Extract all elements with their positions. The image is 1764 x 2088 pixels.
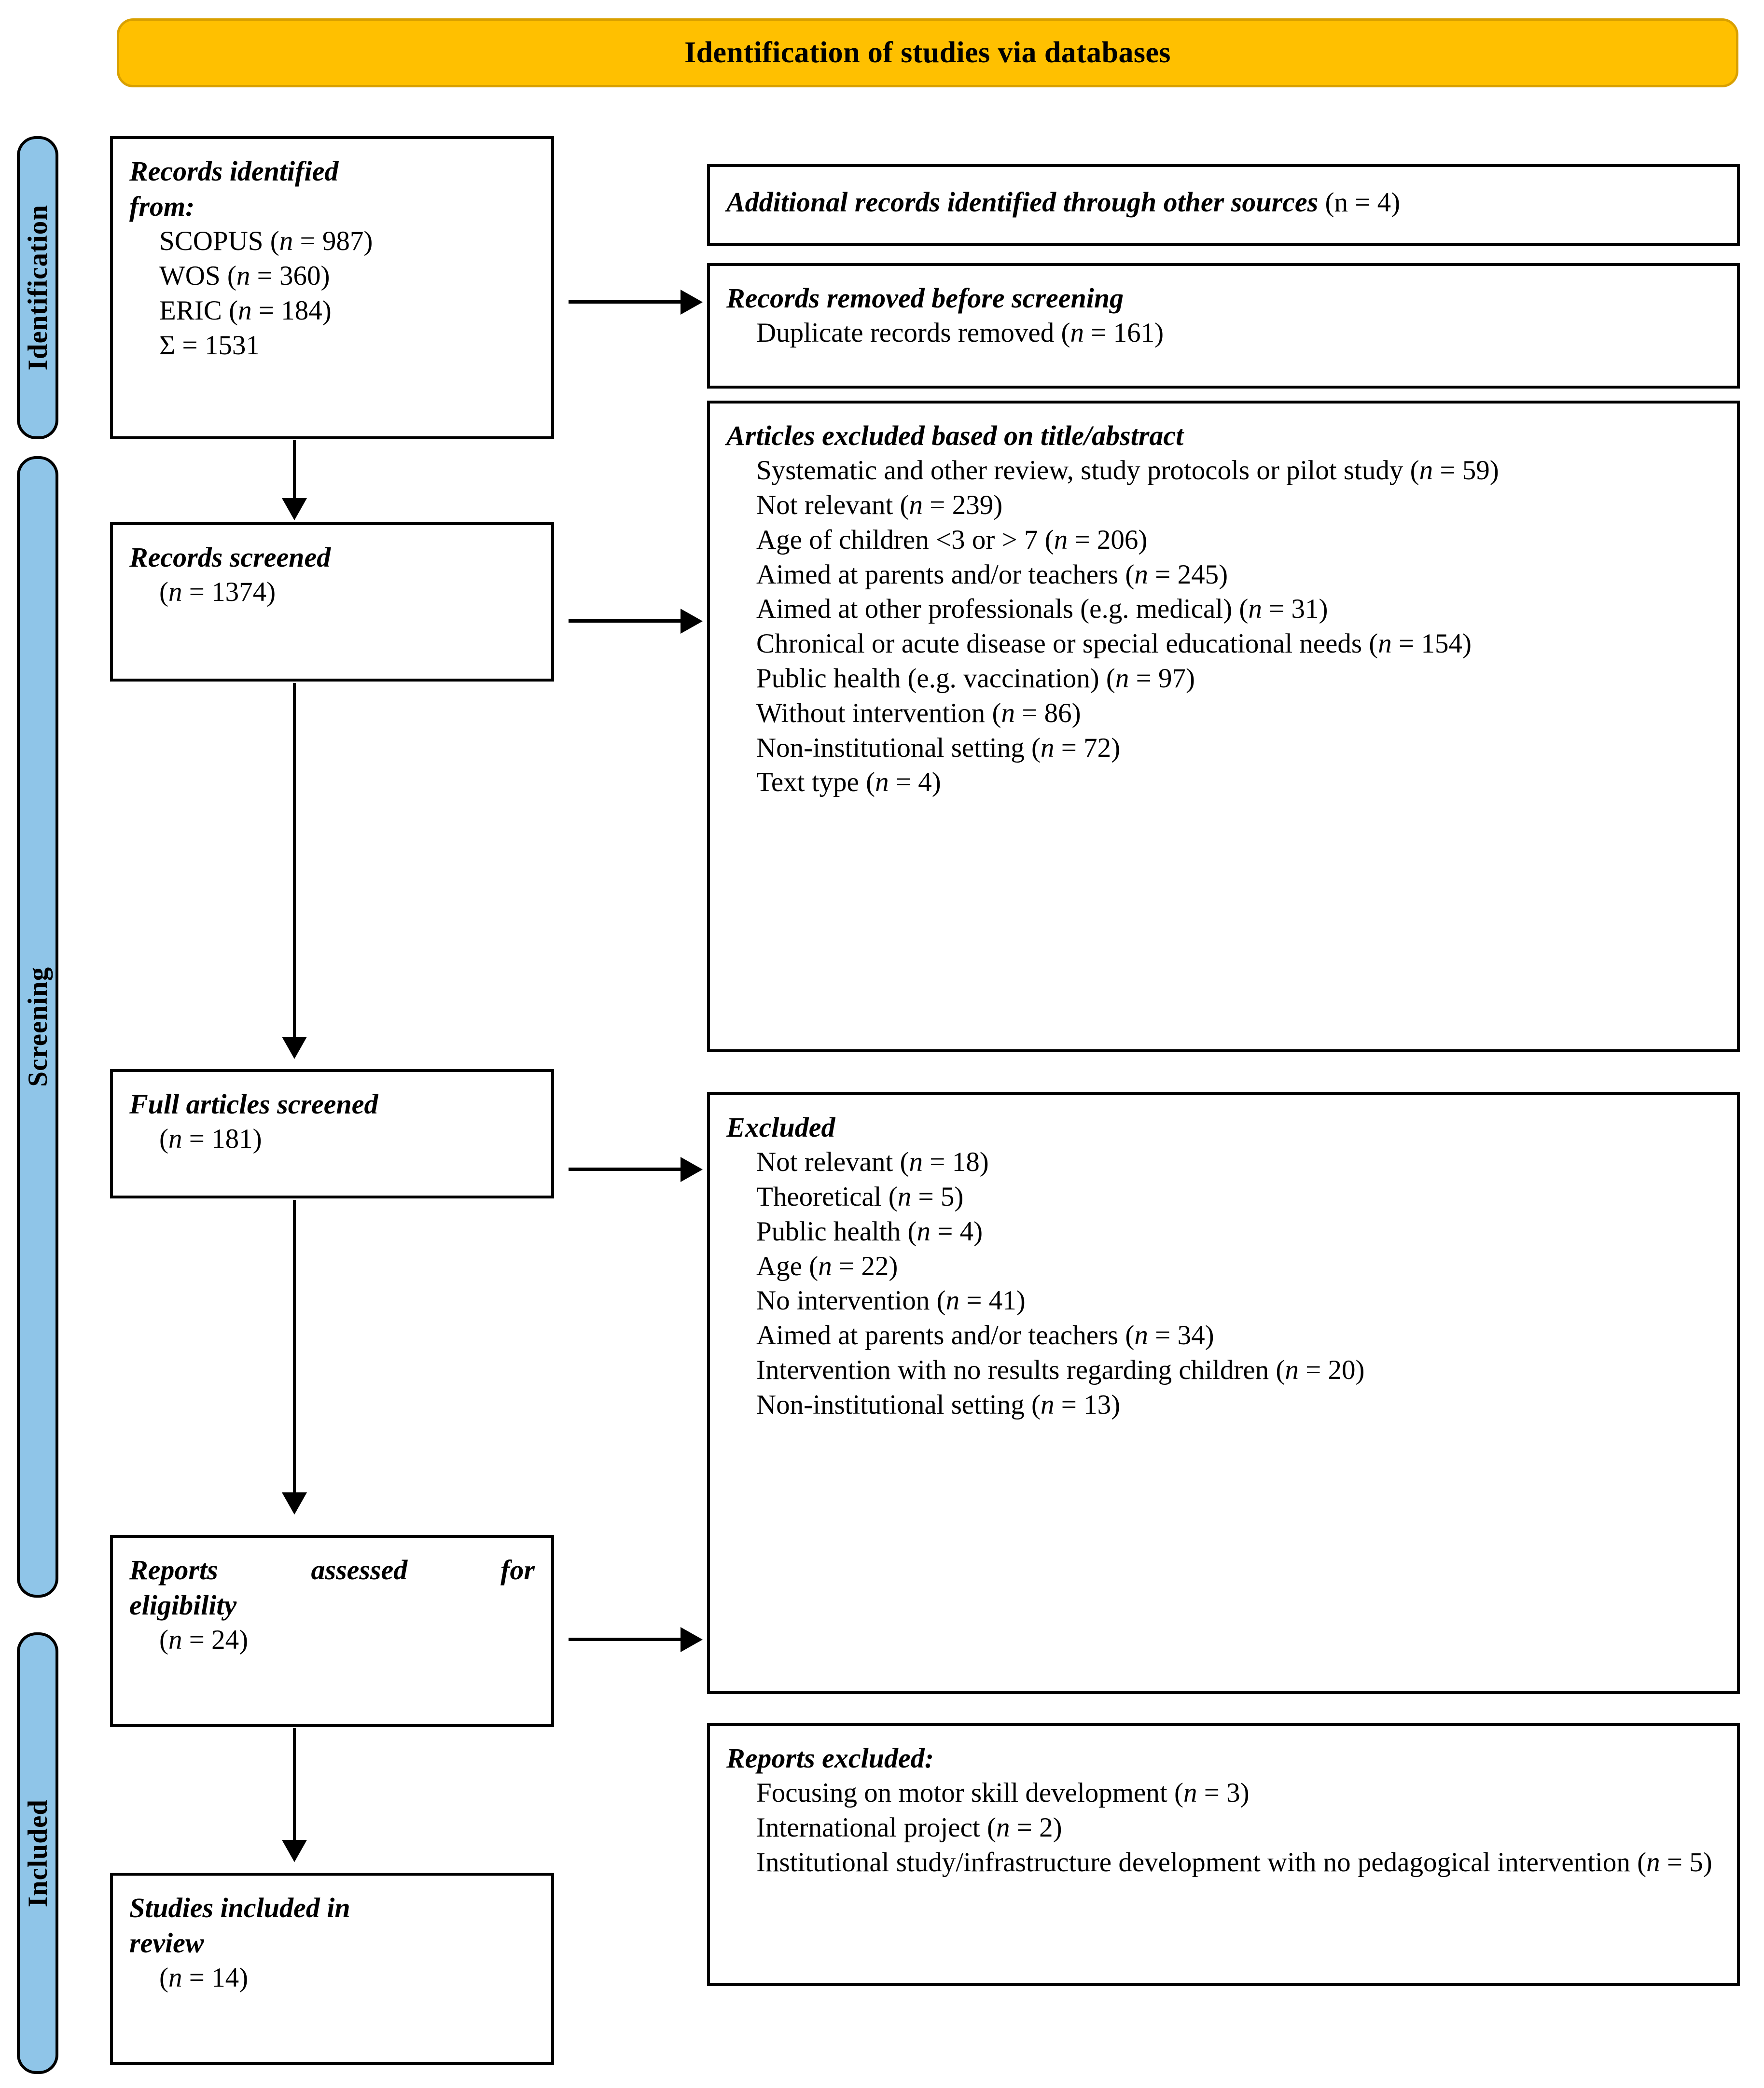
box-reports-excluded: Reports excluded: Focusing on motor skil…: [707, 1723, 1740, 1986]
reports-excluded-header: Reports excluded:: [726, 1742, 934, 1774]
box-additional-records: Additional records identified through ot…: [707, 164, 1740, 246]
articles-excluded-item: Non-institutional setting (n = 72): [756, 732, 1121, 763]
records-identified-item: WOS (n = 360): [159, 260, 330, 291]
reports-excluded-item: Focusing on motor skill development (n =…: [756, 1778, 1250, 1809]
arrow-identified-to-screened: [282, 498, 307, 520]
additional-records-header: Additional records identified through ot…: [726, 186, 1319, 218]
articles-excluded-item: Chronical or acute disease or special ed…: [756, 628, 1472, 659]
connector-identified-to-removed: [569, 300, 684, 304]
excluded-item: Age (n = 22): [756, 1251, 898, 1281]
excluded-item: Non-institutional setting (n = 13): [756, 1389, 1121, 1420]
arrow-reports-assessed-to-excluded: [681, 1627, 703, 1652]
records-removed-item: Duplicate records removed (n = 161): [756, 318, 1164, 348]
excluded-item: No intervention (n = 41): [756, 1285, 1026, 1316]
box-records-screened: Records screened (n = 1374): [110, 522, 554, 682]
stage-screening-text: Screening: [22, 967, 53, 1087]
records-screened-header: Records screened: [129, 542, 331, 573]
excluded-item: Not relevant (n = 18): [756, 1147, 989, 1178]
stage-label-screening: Screening: [17, 456, 58, 1598]
full-articles-screened-count: (n = 181): [159, 1124, 262, 1155]
records-identified-item: SCOPUS (n = 987): [159, 226, 373, 257]
connector-full-articles-to-reports-assessed: [293, 1200, 296, 1495]
studies-included-count: (n = 14): [159, 1963, 249, 1993]
connector-identified-to-screened: [293, 440, 296, 502]
box-reports-assessed: Reports assessed for eligibility (n = 24…: [110, 1535, 554, 1727]
excluded-item: Theoretical (n = 5): [756, 1181, 964, 1212]
reports-assessed-count: (n = 24): [159, 1625, 249, 1656]
box-records-identified: Records identified from: SCOPUS (n = 987…: [110, 136, 554, 439]
records-identified-header-line2: from:: [129, 191, 195, 223]
arrow-reports-assessed-to-studies-included: [282, 1840, 307, 1862]
records-identified-header-line1: Records identified: [129, 155, 339, 187]
reports-excluded-item: International project (n = 2): [756, 1812, 1062, 1843]
identification-banner: Identification of studies via databases: [117, 18, 1738, 87]
banner-title: Identification of studies via databases: [684, 36, 1171, 69]
connector-screened-to-full-articles: [293, 683, 296, 1040]
stage-identification-text: Identification: [22, 205, 53, 371]
articles-excluded-item: Systematic and other review, study proto…: [756, 455, 1499, 486]
full-articles-screened-header: Full articles screened: [129, 1088, 378, 1120]
connector-screened-to-excluded: [569, 619, 684, 623]
box-articles-excluded: Articles excluded based on title/abstrac…: [707, 401, 1740, 1052]
articles-excluded-item: Aimed at parents and/or teachers (n = 24…: [756, 559, 1228, 590]
excluded-item: Aimed at parents and/or teachers (n = 34…: [756, 1320, 1214, 1351]
studies-included-header-line2: review: [129, 1927, 204, 1959]
articles-excluded-item: Not relevant (n = 239): [756, 489, 1003, 520]
articles-excluded-item: Without intervention (n = 86): [756, 697, 1081, 728]
articles-excluded-item: Text type (n = 4): [756, 767, 941, 798]
reports-assessed-header-line2: eligibility: [129, 1589, 237, 1621]
box-studies-included: Studies included in review (n = 14): [110, 1873, 554, 2065]
records-identified-item: ERIC (n = 184): [159, 295, 332, 326]
box-full-articles-screened: Full articles screened (n = 181): [110, 1069, 554, 1198]
records-screened-count: (n = 1374): [159, 577, 276, 608]
reports-assessed-header-line1: Reports assessed for: [129, 1554, 535, 1586]
articles-excluded-item: Age of children <3 or > 7 (n = 206): [756, 524, 1148, 555]
arrow-identified-to-removed: [681, 290, 703, 315]
box-excluded: Excluded Not relevant (n = 18) Theoretic…: [707, 1092, 1740, 1694]
records-removed-header: Records removed before screening: [726, 282, 1124, 314]
arrow-screened-to-full-articles: [282, 1037, 307, 1059]
arrow-full-articles-to-excluded: [681, 1157, 703, 1182]
additional-records-line: Additional records identified through ot…: [726, 184, 1721, 220]
box-records-removed: Records removed before screening Duplica…: [707, 263, 1740, 389]
stage-label-identification: Identification: [17, 136, 58, 439]
studies-included-header-line1: Studies included in: [129, 1892, 350, 1923]
arrow-full-articles-to-reports-assessed: [282, 1492, 307, 1515]
records-identified-item: Σ = 1531: [159, 330, 260, 361]
connector-full-articles-to-excluded: [569, 1168, 684, 1171]
reports-excluded-item: Institutional study/infrastructure devel…: [756, 1847, 1712, 1878]
stage-label-included: Included: [17, 1632, 58, 2074]
stage-included-text: Included: [22, 1799, 53, 1907]
connector-reports-assessed-to-studies-included: [293, 1728, 296, 1843]
arrow-screened-to-excluded: [681, 609, 703, 634]
articles-excluded-header: Articles excluded based on title/abstrac…: [726, 420, 1184, 451]
excluded-header: Excluded: [726, 1112, 835, 1143]
excluded-item: Public health (n = 4): [756, 1216, 983, 1247]
connector-reports-assessed-to-excluded: [569, 1638, 684, 1641]
excluded-item: Intervention with no results regarding c…: [756, 1354, 1365, 1385]
articles-excluded-item: Public health (e.g. vaccination) (n = 97…: [756, 663, 1195, 694]
articles-excluded-item: Aimed at other professionals (e.g. medic…: [756, 594, 1328, 625]
additional-records-count: (n = 4): [1325, 187, 1401, 218]
